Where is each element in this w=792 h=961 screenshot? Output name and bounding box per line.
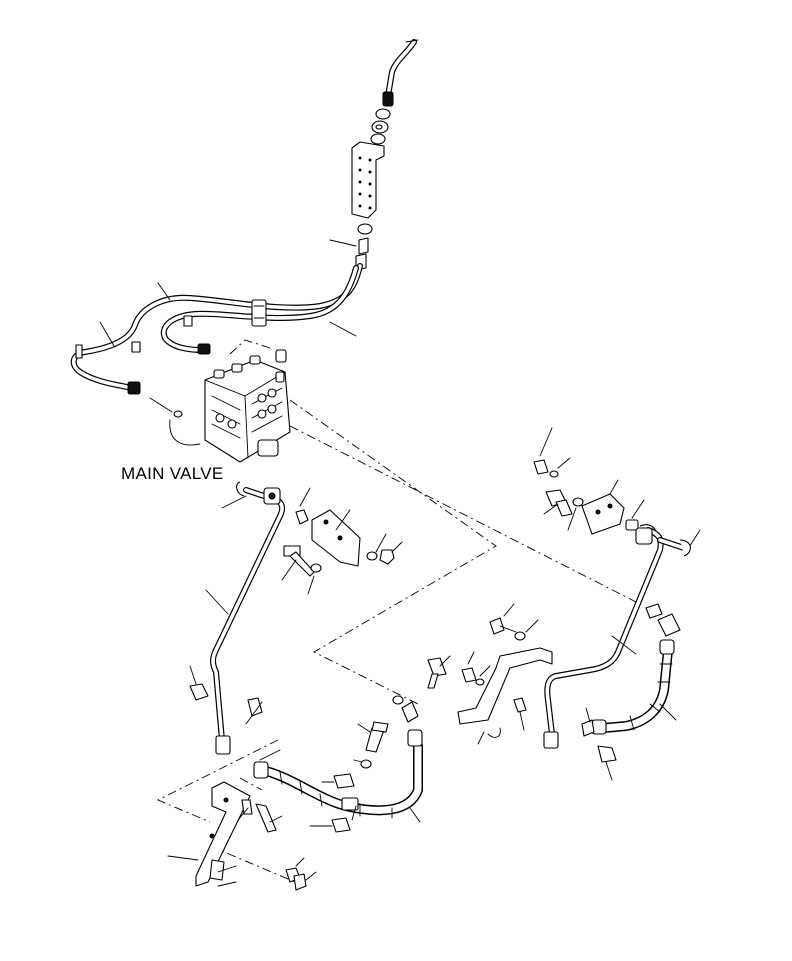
adapter-fitting (358, 237, 369, 255)
clip-1 (183, 315, 193, 327)
right-flexible-hose (581, 639, 677, 781)
hose-fitting-lower-left (253, 761, 269, 779)
bolt-center (489, 617, 505, 635)
lower-left-bracket (167, 781, 317, 891)
nut-top-2 (370, 133, 386, 145)
nut-left (379, 549, 395, 565)
nut-mid (357, 223, 373, 235)
washer-left (366, 551, 378, 561)
nut-top-1 (375, 108, 391, 120)
lower-flexible-hose (253, 701, 423, 823)
clip-2 (131, 341, 141, 353)
bolt-small-center (427, 657, 447, 677)
right-steel-pipe (543, 527, 691, 749)
bolt-lower-left (255, 803, 277, 833)
left-pipe-clamps (189, 665, 263, 725)
center-bracket (392, 603, 553, 745)
nut-right-1 (533, 459, 549, 475)
pipe-end-left (215, 735, 231, 755)
top-hose-assembly (370, 39, 419, 145)
hose-end-fitting-1 (197, 343, 211, 355)
assembly-guide-lines (156, 399, 641, 885)
lower-fittings (329, 223, 373, 271)
lower-clamp-parts (309, 721, 389, 833)
hose-fitting-top (382, 91, 394, 107)
main-valve-body (149, 339, 291, 463)
main-valve-label: MAIN VALVE (121, 464, 224, 483)
left-valve-bracket (281, 487, 403, 595)
left-steel-pipe (205, 481, 286, 755)
mounting-bracket-plate (351, 141, 385, 219)
elbow-fitting (657, 613, 681, 637)
right-mounting-parts (533, 427, 701, 553)
pilot-hoses (70, 263, 363, 395)
right-valve-block (581, 493, 625, 535)
hose-end-fitting-2 (127, 381, 141, 395)
hose-clamp (251, 299, 267, 327)
small-clip (295, 509, 309, 525)
hose-fitting-lower-right (407, 729, 423, 747)
hose-band (341, 797, 359, 811)
